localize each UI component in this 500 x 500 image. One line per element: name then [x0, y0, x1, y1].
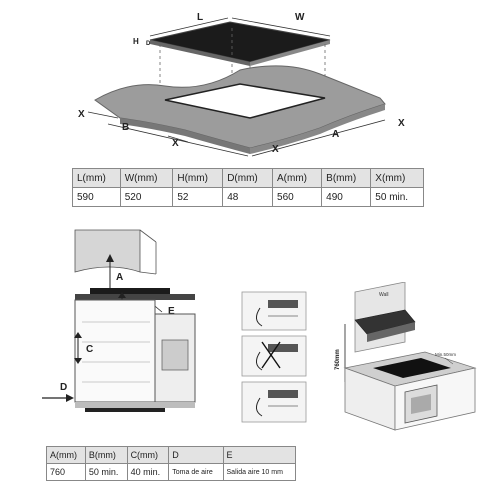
label-side-e: E: [168, 306, 175, 317]
side-countertop: [75, 294, 195, 300]
label-h: H: [133, 37, 139, 46]
ventilation-detail-1: [241, 291, 307, 331]
cutout-diagram: L W H D X B X X A X: [78, 12, 405, 157]
table-value-h: 52: [172, 187, 224, 207]
label-w: W: [295, 12, 305, 23]
clearance-header-d: D: [168, 446, 224, 464]
ventilation-detail-2: [241, 335, 307, 377]
clearance-value-a: 760: [46, 463, 86, 481]
wall-label: Wall: [379, 292, 389, 298]
side-hob: [90, 288, 170, 294]
dimension-table: L(mm) W(mm) H(mm) D(mm) A(mm) B(mm) X(mm…: [72, 168, 424, 207]
hob-edge-front: [150, 40, 250, 66]
side-oven-window: [161, 339, 189, 371]
label-b: B: [122, 122, 129, 133]
table-header-x: X(mm): [370, 168, 424, 188]
right-hob: [373, 358, 451, 378]
label-side-c: C: [86, 344, 93, 355]
side-installation-diagram: A B E C D: [42, 229, 196, 412]
label-x-front: X: [172, 138, 179, 149]
table-header-d: D(mm): [222, 168, 274, 188]
table-value-b: 490: [321, 187, 372, 207]
countertop-edge-side: [250, 104, 385, 154]
clearance-value-e: Salida aire 10 mm: [222, 463, 297, 481]
hob-edge-side: [250, 40, 330, 66]
side-plinth: [75, 402, 195, 408]
dim-line-w: [231, 17, 331, 37]
dim-line-x-bottom: [167, 135, 189, 143]
label-x-left: X: [78, 109, 85, 120]
dim-line-b: [107, 123, 249, 157]
hob-glass: [149, 21, 331, 63]
label-x-bottom: X: [272, 144, 279, 155]
clearance-value-b: 50 min.: [84, 463, 128, 481]
clearance-table: A(mm) B(mm) C(mm) D E 760 50 min. 40 min…: [46, 446, 297, 481]
table-header-h: H(mm): [172, 168, 224, 188]
label-side-d: D: [60, 382, 67, 393]
table-header-l: L(mm): [72, 168, 121, 188]
clearance-header-b: B(mm): [84, 446, 128, 464]
table-header-a: A(mm): [272, 168, 323, 188]
hood-height-diagram: Wall 760mm Min.50mm: [335, 282, 477, 431]
clearance-table-header-row: A(mm) B(mm) C(mm) D E: [46, 446, 297, 464]
label-side-a: A: [116, 272, 123, 283]
dimension-table-header-row: L(mm) W(mm) H(mm) D(mm) A(mm) B(mm) X(mm…: [72, 168, 424, 188]
dim-line-x-left: [87, 111, 119, 119]
table-value-d: 48: [222, 187, 274, 207]
clearance-header-a: A(mm): [46, 446, 86, 464]
dimension-table-value-row: 590 520 52 48 560 490 50 min.: [72, 187, 424, 207]
table-value-w: 520: [119, 187, 174, 207]
countertop-cutout: [164, 83, 326, 119]
table-header-b: B(mm): [321, 168, 372, 188]
countertop-edge-front: [120, 118, 250, 154]
height-label: 760mm: [335, 349, 341, 370]
side-cabinet: [74, 299, 156, 403]
table-value-x: 50 min.: [370, 187, 424, 207]
dim-line-a: [251, 119, 386, 157]
min-distance-label: Min.50mm: [435, 352, 456, 357]
clearance-table-value-row: 760 50 min. 40 min. Toma de aire Salida …: [46, 463, 297, 481]
clearance-value-d: Toma de aire: [168, 463, 224, 481]
ventilation-details: [241, 291, 307, 423]
clearance-value-c: 40 min.: [126, 463, 170, 481]
label-a: A: [332, 129, 339, 140]
dim-line-l: [149, 17, 229, 37]
table-value-a: 560: [272, 187, 323, 207]
hood-front: [367, 322, 415, 342]
table-value-l: 590: [72, 187, 121, 207]
right-oven-window: [411, 394, 431, 414]
label-d: D: [146, 41, 151, 47]
label-x-right: X: [398, 118, 405, 129]
side-floor: [85, 408, 165, 412]
upper-cabinet: [74, 229, 141, 273]
clearance-header-c: C(mm): [126, 446, 170, 464]
table-header-w: W(mm): [119, 168, 174, 188]
clearance-header-e: E: [222, 446, 297, 464]
ventilation-detail-3: [241, 381, 307, 423]
label-l: L: [197, 12, 203, 23]
